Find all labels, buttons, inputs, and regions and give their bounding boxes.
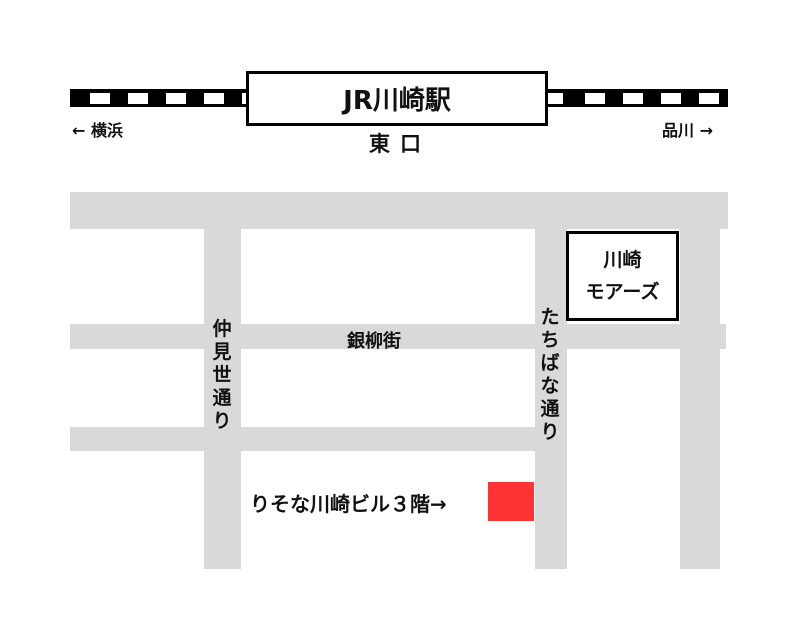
station-exit-label: 東口 — [369, 132, 431, 156]
road-ginryugai — [70, 324, 726, 349]
street-label-ginryugai: 銀柳街 — [347, 331, 401, 352]
road-right — [680, 229, 720, 569]
road-tachibana — [535, 229, 567, 569]
direction-shinagawa: 品川 → — [662, 121, 713, 140]
road-lower — [70, 427, 535, 451]
railway-track-right — [548, 89, 728, 107]
railway-track-left — [70, 89, 246, 107]
destination-marker — [488, 482, 534, 521]
station-name: JR川崎駅 — [343, 86, 451, 116]
destination-label: りそな川崎ビル３階→ — [250, 492, 447, 516]
street-label-nakamise: 仲見世通り — [212, 318, 232, 432]
landmark-kawasaki-mores: 川崎 モアーズ — [566, 231, 679, 321]
landmark-line1: 川崎 — [603, 249, 642, 271]
station-box: JR川崎駅 — [246, 71, 548, 126]
direction-yokohama: ← 横浜 — [72, 121, 123, 140]
landmark-line2: モアーズ — [585, 281, 660, 303]
street-label-tachibana: たちばな通り — [540, 306, 560, 443]
road-top — [70, 192, 728, 229]
road-nakamise — [204, 229, 241, 569]
